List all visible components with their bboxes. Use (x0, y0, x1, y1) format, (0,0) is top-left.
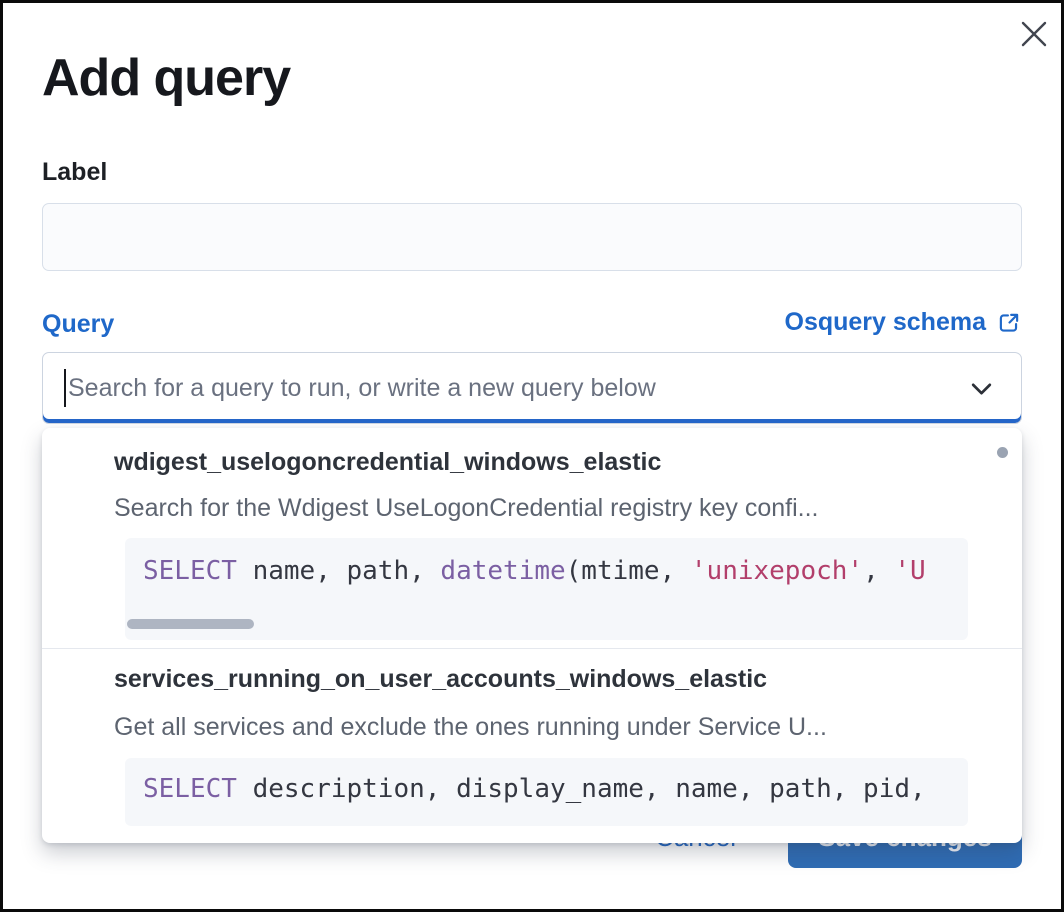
query-search-placeholder: Search for a query to run, or write a ne… (68, 373, 656, 402)
label-input[interactable] (42, 203, 1022, 271)
page-title: Add query (42, 49, 291, 107)
query-option-sql[interactable]: SELECT name, path, datetime(mtime, 'unix… (125, 538, 968, 640)
external-link-icon (999, 313, 1019, 332)
sql-code-line: SELECT description, display_name, name, … (143, 774, 926, 804)
query-search-combobox[interactable]: Search for a query to run, or write a ne… (42, 352, 1022, 424)
osquery-schema-link-label: Osquery schema (784, 308, 987, 336)
sql-code-line: SELECT name, path, datetime(mtime, 'unix… (143, 556, 926, 586)
close-icon-glyph (1021, 21, 1047, 47)
vertical-scrollbar-thumb[interactable] (997, 447, 1008, 458)
query-field-label: Query (42, 310, 115, 338)
chevron-down-icon[interactable] (968, 375, 995, 402)
horizontal-scrollbar-thumb[interactable] (127, 619, 254, 629)
query-option-sql[interactable]: SELECT description, display_name, name, … (125, 758, 968, 826)
osquery-schema-link[interactable]: Osquery schema (785, 308, 1023, 337)
query-option-title[interactable]: services_running_on_user_accounts_window… (114, 665, 768, 693)
query-option-title[interactable]: wdigest_uselogoncredential_windows_elast… (114, 448, 662, 476)
query-option-description[interactable]: Get all services and exclude the ones ru… (114, 713, 827, 741)
query-option-description[interactable]: Search for the Wdigest UseLogonCredentia… (114, 494, 819, 522)
text-caret (64, 369, 66, 407)
close-icon[interactable] (1014, 14, 1054, 54)
label-field-label: Label (42, 158, 108, 186)
option-divider (42, 648, 1022, 649)
query-suggestions-dropdown: wdigest_uselogoncredential_windows_elast… (42, 428, 1022, 843)
